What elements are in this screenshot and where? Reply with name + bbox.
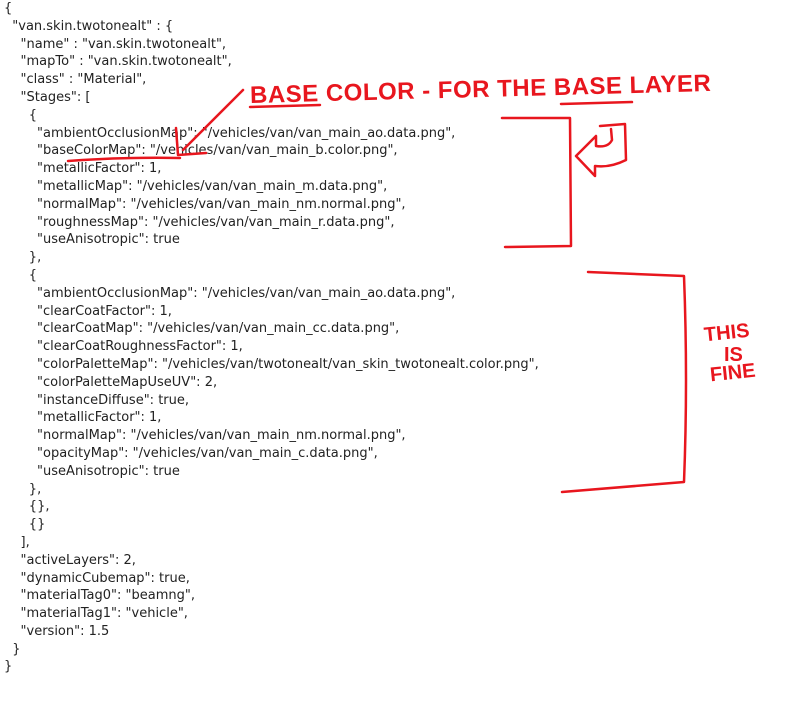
code-line: "metallicMap": "/vehicles/van/van_main_m…	[4, 178, 388, 194]
code-line: "metallicFactor": 1,	[4, 161, 162, 177]
code-line: "instanceDiffuse": true,	[4, 392, 190, 408]
code-line: },	[4, 481, 42, 497]
code-line: "clearCoatRoughnessFactor": 1,	[4, 339, 243, 355]
code-line: "clearCoatFactor": 1,	[4, 303, 172, 319]
code-line: "ambientOcclusionMap": "/vehicles/van/va…	[4, 285, 456, 301]
stage1-bracket	[500, 116, 573, 249]
annotation-arrow-icon	[181, 88, 245, 152]
code-line: }	[4, 659, 13, 675]
code-line: "dynamicCubemap": true,	[4, 570, 190, 586]
code-line: "colorPaletteMap": "/vehicles/van/twoton…	[4, 356, 539, 372]
code-line: {	[4, 267, 38, 283]
code-line: {},	[4, 499, 50, 515]
code-line: {}	[4, 517, 46, 533]
code-line: {	[4, 107, 38, 123]
code-line-basecolormap: "baseColorMap": "/vehicles/van/van_main_…	[4, 143, 398, 159]
code-line: "colorPaletteMapUseUV": 2,	[4, 374, 218, 390]
code-line: "mapTo" : "van.skin.twotonealt",	[4, 54, 232, 70]
code-line: "version": 1.5	[4, 623, 110, 639]
code-line: }	[4, 641, 21, 657]
note-underline-base-1	[248, 103, 322, 109]
code-line: {	[4, 1, 13, 16]
code-line: "ambientOcclusionMap": "/vehicles/van/va…	[4, 125, 456, 141]
code-line: "useAnisotropic": true	[4, 232, 180, 248]
code-line: "van.skin.twotonealt" : {	[4, 18, 174, 34]
code-line: "materialTag0": "beamng",	[4, 588, 196, 604]
code-line: "materialTag1": "vehicle",	[4, 606, 188, 622]
code-line: "class" : "Material",	[4, 72, 147, 88]
code-line: "metallicFactor": 1,	[4, 410, 162, 426]
code-line: "normalMap": "/vehicles/van/van_main_nm.…	[4, 196, 406, 212]
code-line: "opacityMap": "/vehicles/van/van_main_c.…	[4, 445, 378, 461]
json-code-view: { "van.skin.twotonealt" : { "name" : "va…	[4, 0, 539, 676]
code-line: "useAnisotropic": true	[4, 463, 180, 479]
code-line: },	[4, 250, 42, 266]
code-line: "Stages": [	[4, 89, 91, 105]
stage2-bracket	[560, 270, 688, 494]
annotation-is: IS	[724, 344, 743, 366]
code-line: "activeLayers": 2,	[4, 552, 136, 568]
basecolormap-underline	[66, 156, 182, 163]
annotation-fine: FINE	[708, 359, 757, 387]
code-line: "roughnessMap": "/vehicles/van/van_main_…	[4, 214, 395, 230]
code-line: "normalMap": "/vehicles/van/van_main_nm.…	[4, 428, 406, 444]
code-line: "name" : "van.skin.twotonealt",	[4, 36, 227, 52]
note-underline-base-2	[559, 100, 634, 106]
curved-arrow-icon	[574, 122, 628, 178]
code-line: "clearCoatMap": "/vehicles/van/van_main_…	[4, 321, 400, 337]
code-line: ],	[4, 534, 30, 550]
